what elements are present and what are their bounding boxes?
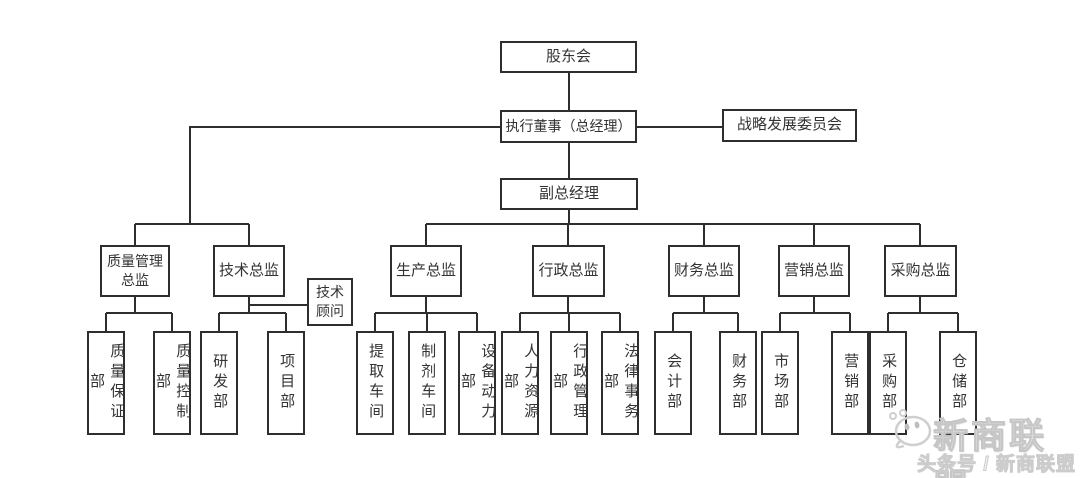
node-preparation-workshop: 制剂车间 [408,331,446,435]
node-qa-dept: 质量保证部 [87,331,125,435]
node-purchasing-director: 采购总监 [884,245,957,297]
edge-quality-depts [105,297,173,331]
node-qc-dept: 质量控制部 [153,331,191,435]
node-sales-dept: 营销部 [831,331,869,435]
edge-finance-depts [672,297,739,331]
node-tech-advisor: 技术顾问 [307,278,353,326]
node-executive-director: 执行董事（总经理） [500,110,637,143]
node-production-director: 生产总监 [390,245,462,297]
node-extraction-workshop: 提取车间 [356,331,394,435]
watermark-byline-text: 头条号 / 新商联盟 [917,454,1076,476]
node-tech-director: 技术总监 [213,245,285,297]
node-strategy-committee: 战略发展委员会 [722,109,857,142]
edge-deputy-directors [425,210,921,245]
node-finance-dept: 财务部 [719,331,757,435]
node-rnd-dept: 研发部 [200,331,238,435]
brand-chat-bubble-icon [889,409,932,449]
node-admin-mgmt-dept: 行政管理部 [550,331,588,435]
node-shareholders: 股东会 [500,41,637,73]
node-deputy-general-manager: 副总经理 [500,178,638,210]
edge-tech-depts [218,297,287,331]
edge-admin-depts [519,297,621,331]
node-purchasing-dept: 采购部 [869,331,907,435]
node-finance-director: 财务总监 [668,245,740,297]
edge-exec-left-branch [134,126,500,245]
node-legal-affairs-dept: 法律事务部 [601,331,639,435]
node-marketing-director: 营销总监 [778,245,850,297]
watermark-brand-text: 新商联盟 [933,417,1048,478]
node-quality-director: 质量管理总监 [100,245,170,297]
node-admin-director: 行政总监 [532,245,605,297]
edge-marketing-depts [779,297,851,331]
node-project-dept: 项目部 [267,331,305,435]
node-market-dept: 市场部 [761,331,799,435]
edge-purchasing-depts [887,297,959,331]
node-hr-dept: 人力资源部 [501,331,539,435]
node-equipment-power-dept: 设备动力部 [458,331,496,435]
node-warehouse-dept: 仓储部 [939,331,977,435]
edge-production-depts [374,297,478,331]
node-accounting-dept: 会计部 [654,331,692,435]
